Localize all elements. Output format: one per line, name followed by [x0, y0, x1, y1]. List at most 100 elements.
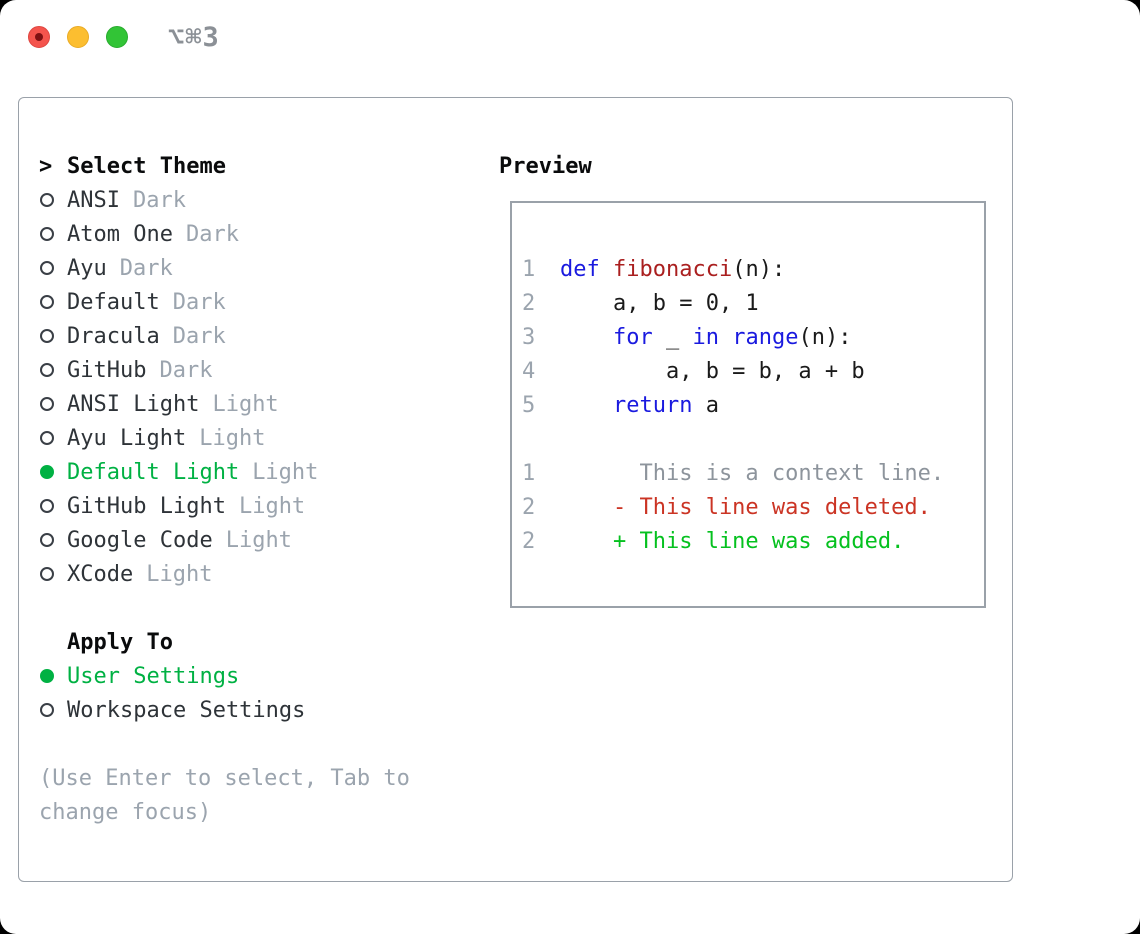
radio-unselected-icon	[40, 363, 54, 377]
theme-option-github-dark[interactable]: GitHub Dark	[39, 353, 489, 387]
theme-list-title: Select Theme	[67, 153, 226, 179]
theme-variant: Dark	[159, 357, 213, 383]
apply-to-title: Apply To	[67, 629, 173, 655]
theme-name: Google Code	[67, 527, 213, 553]
code-token: fibonacci	[612, 256, 733, 282]
close-button[interactable]	[28, 26, 50, 48]
settings-panel: > Select Theme ANSI Dark Atom One Dark A…	[18, 97, 1013, 882]
theme-option-github-light[interactable]: GitHub Light Light	[39, 489, 489, 523]
theme-option-atom-one-dark[interactable]: Atom One Dark	[39, 217, 489, 251]
radio-unselected-icon	[40, 261, 54, 275]
theme-variant: Light	[146, 561, 213, 587]
theme-variant: Dark	[119, 255, 173, 281]
line-number: 2	[522, 290, 536, 316]
theme-option-ayu-dark[interactable]: Ayu Dark	[39, 251, 489, 285]
diff-added-text: + This line was added.	[560, 528, 905, 554]
radio-selected-icon	[40, 669, 54, 683]
radio-unselected-icon	[40, 397, 54, 411]
radio-unselected-icon	[40, 499, 54, 513]
minimize-button[interactable]	[67, 26, 89, 48]
keyboard-hint-line-2: change focus)	[39, 799, 212, 825]
code-token: return	[612, 392, 693, 418]
theme-variant: Dark	[185, 221, 239, 247]
code-token	[560, 325, 613, 350]
code-token: (n):	[732, 256, 786, 282]
radio-unselected-icon	[40, 431, 54, 445]
code-preview: 1 def fibonacci (n): 2 a, b = 0, 1 3 for…	[512, 203, 984, 558]
radio-unselected-icon	[40, 533, 54, 547]
apply-option-label: User Settings	[67, 663, 240, 689]
theme-list: > Select Theme ANSI Dark Atom One Dark A…	[39, 149, 489, 829]
preview-pane: 1 def fibonacci (n): 2 a, b = 0, 1 3 for…	[510, 201, 986, 608]
theme-option-dracula-dark[interactable]: Dracula Dark	[39, 319, 489, 353]
theme-option-ansi-dark[interactable]: ANSI Dark	[39, 183, 489, 217]
radio-unselected-icon	[40, 703, 54, 717]
theme-name: XCode	[67, 561, 134, 587]
theme-variant: Dark	[172, 289, 226, 315]
diff-added-line: 2 + This line was added.	[522, 524, 984, 558]
theme-name: GitHub	[67, 357, 147, 383]
code-token: a, b = b, a + b	[560, 358, 865, 384]
theme-variant: Dark	[172, 323, 226, 349]
code-token	[560, 393, 613, 418]
theme-name: ANSI Light	[67, 391, 200, 417]
theme-name: Dracula	[67, 323, 160, 349]
zoom-button[interactable]	[106, 26, 128, 48]
theme-option-default-dark[interactable]: Default Dark	[39, 285, 489, 319]
window-title: ⌥⌘3	[168, 22, 220, 53]
line-number: 1	[522, 460, 536, 486]
line-number: 2	[522, 494, 536, 520]
code-token: _	[652, 324, 693, 350]
diff-deleted-line: 2 - This line was deleted.	[522, 490, 984, 524]
code-token: a, b = 0, 1	[560, 290, 759, 316]
theme-option-xcode[interactable]: XCode Light	[39, 557, 489, 591]
titlebar: ⌥⌘3	[0, 0, 1140, 76]
preview-title: Preview	[499, 153, 592, 179]
diff-context-line: 1 This is a context line.	[522, 456, 984, 490]
theme-name: Ayu Light	[67, 425, 187, 451]
theme-option-ansi-light[interactable]: ANSI Light Light	[39, 387, 489, 421]
theme-name: GitHub Light	[67, 493, 226, 519]
radio-unselected-icon	[40, 295, 54, 309]
radio-unselected-icon	[40, 567, 54, 581]
theme-variant: Dark	[132, 187, 186, 213]
keyboard-hint-line-1: (Use Enter to select, Tab to	[39, 765, 410, 791]
code-line: 3 for _ in range (n):	[522, 320, 984, 354]
radio-selected-icon	[40, 465, 54, 479]
code-line: 2 a, b = 0, 1	[522, 286, 984, 320]
theme-variant: Light	[238, 493, 306, 519]
focus-caret-icon: >	[39, 153, 53, 179]
diff-context-text: This is a context line.	[560, 460, 945, 486]
apply-option-workspace-settings[interactable]: Workspace Settings	[39, 693, 489, 727]
line-number: 3	[522, 324, 536, 350]
theme-variant: Light	[212, 391, 279, 417]
radio-unselected-icon	[40, 227, 54, 241]
theme-option-ayu-light[interactable]: Ayu Light Light	[39, 421, 489, 455]
code-token: def	[560, 256, 613, 282]
theme-variant: Light	[225, 527, 292, 553]
theme-list-header: > Select Theme	[39, 149, 489, 183]
theme-name: Default	[67, 289, 160, 315]
code-token	[719, 325, 732, 350]
theme-variant: Light	[252, 459, 319, 485]
theme-name: Atom One	[67, 221, 173, 247]
line-number: 1	[522, 256, 536, 282]
code-line: 4 a, b = b, a + b	[522, 354, 984, 388]
code-token: in	[692, 324, 719, 350]
radio-unselected-icon	[40, 193, 54, 207]
code-token: range	[732, 324, 799, 350]
code-line: 1 def fibonacci (n):	[522, 252, 984, 286]
line-number: 2	[522, 528, 536, 554]
theme-variant: Light	[199, 425, 266, 451]
code-token: a	[692, 392, 719, 418]
theme-option-default-light[interactable]: Default Light Light	[39, 455, 489, 489]
theme-name: ANSI	[67, 187, 120, 213]
code-token: for	[612, 324, 653, 350]
theme-option-google-code[interactable]: Google Code Light	[39, 523, 489, 557]
apply-to-header: Apply To	[39, 625, 489, 659]
apply-option-user-settings[interactable]: User Settings	[39, 659, 489, 693]
theme-name: Default Light	[67, 459, 240, 485]
line-number: 4	[522, 358, 536, 384]
diff-deleted-text: - This line was deleted.	[560, 494, 931, 520]
code-line: 5 return a	[522, 388, 984, 422]
